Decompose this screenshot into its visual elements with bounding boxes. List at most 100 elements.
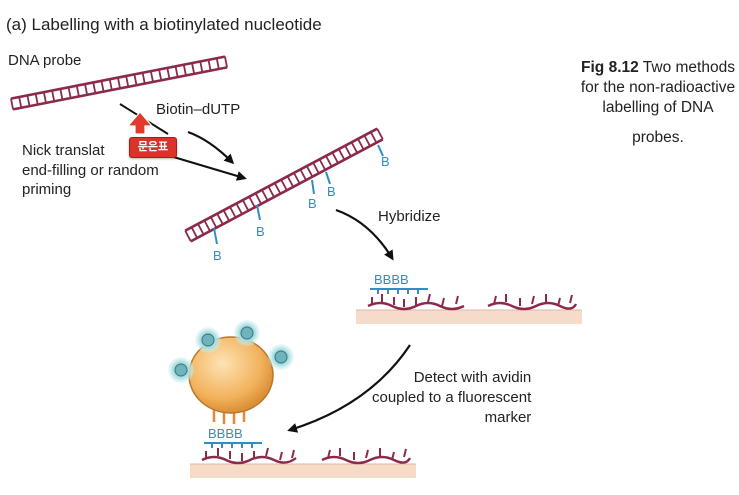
target-base (291, 449, 295, 459)
dna-rung (241, 199, 250, 212)
membrane-strip (356, 310, 582, 324)
biotin-stalk (377, 144, 384, 157)
dna-rung (222, 209, 231, 222)
dna-rung (199, 61, 204, 73)
dna-rung (369, 131, 378, 144)
target-base (265, 447, 269, 457)
dna-rung (141, 72, 146, 84)
fluor-dot (201, 333, 215, 347)
dna-rung (344, 145, 352, 157)
biotin-marks (213, 144, 384, 245)
dna-rung (203, 220, 211, 232)
dna-rung (207, 59, 212, 71)
dna-rung (357, 138, 365, 150)
dna-rung (224, 56, 228, 68)
dna-rung (363, 135, 371, 147)
biotin-mark: B (327, 184, 336, 199)
dna-rung (273, 182, 282, 195)
membrane-strip (190, 464, 416, 478)
dna-rung (376, 128, 384, 140)
target-base (531, 295, 535, 305)
dna-rung (42, 91, 47, 104)
dna-rung (337, 148, 346, 161)
dna-rung (182, 64, 187, 76)
dna-rung (299, 169, 307, 181)
biotin-stalk (256, 204, 261, 221)
dna-rung (229, 206, 237, 218)
fluorescent-markers (168, 320, 294, 383)
dna-rung (84, 83, 89, 96)
biotin-mark: B (308, 196, 317, 211)
dna-rung (34, 93, 39, 105)
target-base (557, 297, 561, 307)
dna-rung (174, 66, 179, 78)
biotin-stalk (325, 171, 331, 185)
dna-rung (254, 192, 263, 205)
biotin-mark: B (381, 154, 390, 169)
dna-rung (59, 88, 64, 100)
target-base (327, 449, 331, 459)
biotin-arrow (187, 130, 235, 165)
dna-rung (209, 216, 218, 229)
dna-rung (125, 75, 130, 87)
dna-rung (248, 196, 256, 208)
bound-biotins: BBBB (208, 426, 243, 441)
dna-rung (293, 172, 301, 184)
target-base (365, 449, 369, 459)
biotin-dutp-label: Biotin–dUTP (156, 101, 241, 118)
dna-rung (133, 74, 138, 86)
dna-rung (312, 162, 320, 174)
detect-arrow (287, 344, 411, 433)
dna-rung (235, 203, 243, 215)
biotin-mark: B (256, 224, 265, 239)
membrane-detected: BBBB (190, 426, 416, 478)
dna-rung (166, 67, 171, 79)
dna-rung (286, 175, 295, 188)
caption-text: Two methods for the non-radioactive labe… (580, 59, 736, 117)
caption-last-line: probes. (632, 129, 684, 147)
dna-probe-ladder (10, 55, 228, 111)
figure-caption: Fig 8.12 Two methods for the non-radioac… (580, 58, 736, 149)
dna-rung (261, 189, 269, 201)
figure-number: Fig 8.12 (581, 59, 639, 76)
dna-rung (325, 155, 333, 167)
cursor-arrow-icon (126, 111, 154, 135)
dna-rung (158, 69, 163, 81)
fluor-dot (174, 363, 188, 377)
dna-rung (350, 141, 359, 154)
target-base (279, 451, 283, 461)
dna-rung (197, 223, 205, 235)
labelled-probe-ladder (184, 127, 384, 243)
target-base (403, 448, 407, 458)
dna-rung (331, 152, 339, 164)
dna-rung (191, 62, 196, 75)
dna-rung (318, 158, 327, 171)
target-dna (487, 301, 578, 311)
dna-rung (51, 90, 56, 102)
biotin-stalk (213, 227, 218, 245)
dna-rung (75, 85, 80, 97)
detect-label: Detect with avidin coupled to a fluoresc… (372, 369, 532, 426)
dna-rung (149, 70, 154, 83)
dna-rung (18, 96, 23, 108)
target-dna (321, 455, 412, 465)
target-dna (367, 301, 465, 311)
hybridize-label: Hybridize (378, 208, 441, 225)
dna-rung (10, 98, 14, 110)
dna-probe-label: DNA probe (8, 52, 82, 69)
dna-rung (108, 79, 113, 91)
nick-translation-label: Nick translat end-filling or random prim… (22, 142, 159, 198)
biotin-mark: B (213, 248, 222, 263)
dna-rung (26, 95, 31, 107)
target-dna (201, 455, 297, 465)
target-base (391, 451, 395, 461)
dna-rung (67, 87, 72, 99)
target-base (455, 295, 459, 305)
dna-rung (216, 213, 224, 225)
avidin-complex (168, 320, 294, 424)
annotation-badge: 문은표 (129, 137, 177, 158)
dna-rung (280, 179, 288, 191)
dna-rung (100, 80, 105, 92)
diagram-title: (a) Labelling with a biotinylated nucleo… (6, 15, 322, 34)
